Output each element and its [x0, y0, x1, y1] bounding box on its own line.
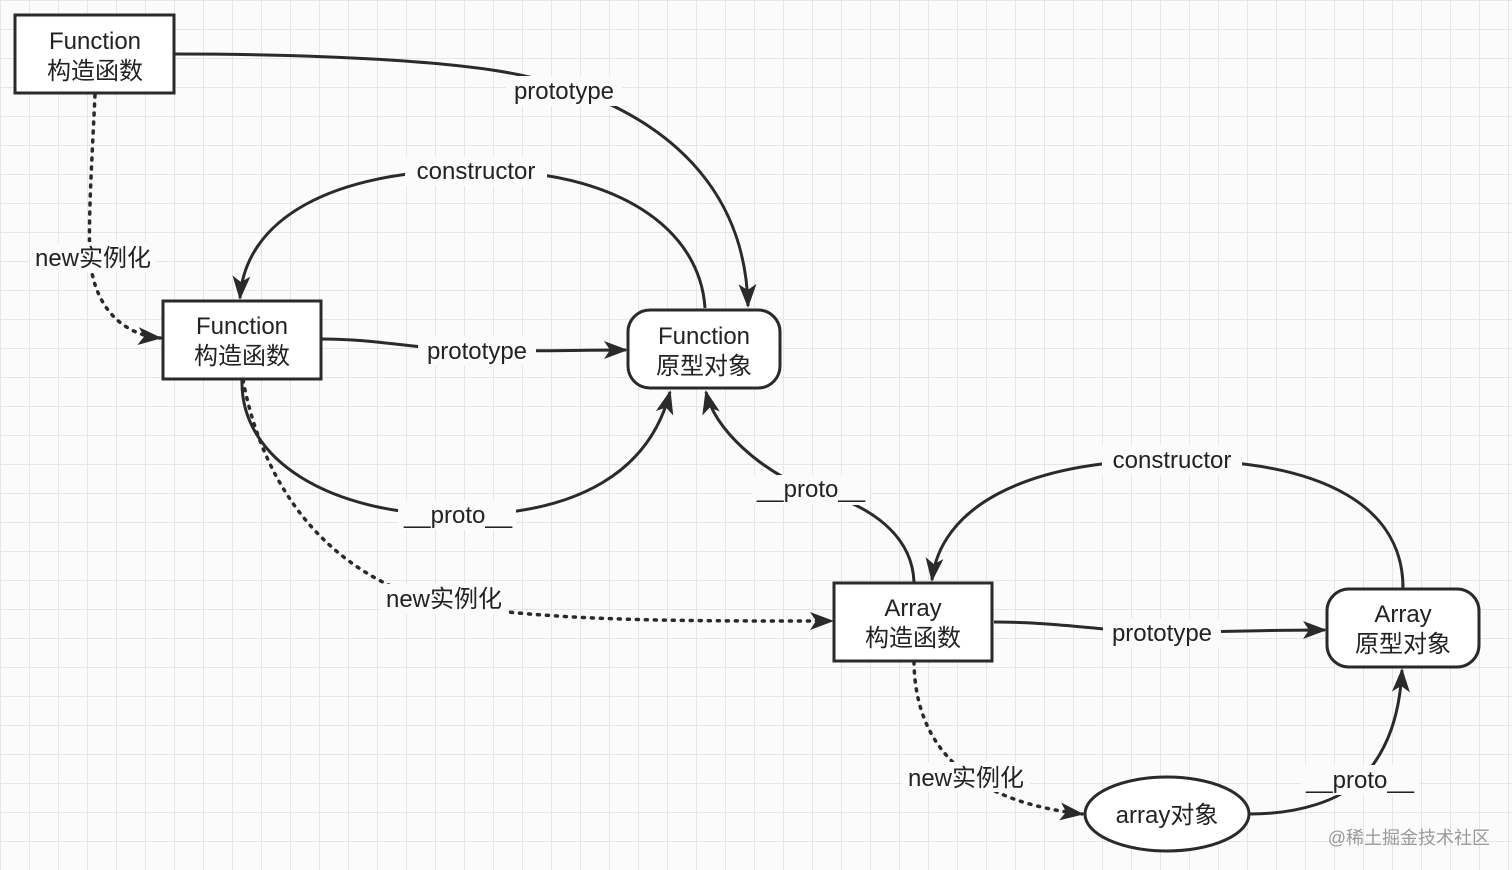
node-array-constructor-line2: 构造函数 [865, 625, 961, 652]
label-top-new: new实例化 [35, 245, 151, 272]
node-function-constructor-top-line1: Function [49, 28, 141, 55]
node-array-prototype [1325, 587, 1481, 669]
label-mid-proto: __proto__ [403, 502, 513, 529]
label-mid-prototype: prototype [427, 338, 527, 365]
node-function-prototype [626, 308, 782, 390]
label-arr-new: new实例化 [908, 765, 1024, 792]
node-function-constructor-mid-line1: Function [196, 313, 288, 340]
label-arr-prototype: prototype [1112, 620, 1212, 647]
watermark: @稀土掘金技术社区 [1327, 828, 1490, 848]
node-function-prototype-line2: 原型对象 [656, 353, 752, 380]
edge-arr-constructor [925, 458, 1405, 589]
edge-arr-new [912, 660, 1084, 821]
label-fn-constructor: constructor [417, 158, 536, 185]
edge-fn-constructor [232, 168, 707, 309]
label-arr-constructor: constructor [1113, 447, 1232, 474]
node-function-constructor-top-line2: 构造函数 [47, 58, 143, 85]
node-function-constructor-mid-line2: 构造函数 [194, 343, 290, 370]
node-array-object [1083, 775, 1251, 853]
node-function-prototype-line1: Function [658, 323, 750, 350]
edge-mid-new [241, 378, 834, 631]
edge-mid-proto [240, 379, 674, 517]
edge-top-prototype [174, 52, 757, 308]
node-array-constructor [832, 581, 994, 663]
node-function-constructor-mid [161, 299, 323, 381]
label-obj-proto: __proto__ [1305, 767, 1415, 794]
node-array-prototype-line2: 原型对象 [1355, 631, 1451, 658]
node-array-object-label: array对象 [1116, 802, 1219, 829]
node-array-prototype-line1: Array [1374, 601, 1431, 628]
node-array-constructor-line1: Array [884, 595, 941, 622]
label-top-prototype: prototype [514, 78, 614, 105]
node-function-constructor-top [13, 13, 176, 95]
edge-top-new [87, 93, 162, 346]
label-arr-ctor-proto: __proto__ [756, 476, 866, 503]
label-mid-new: new实例化 [386, 586, 502, 613]
